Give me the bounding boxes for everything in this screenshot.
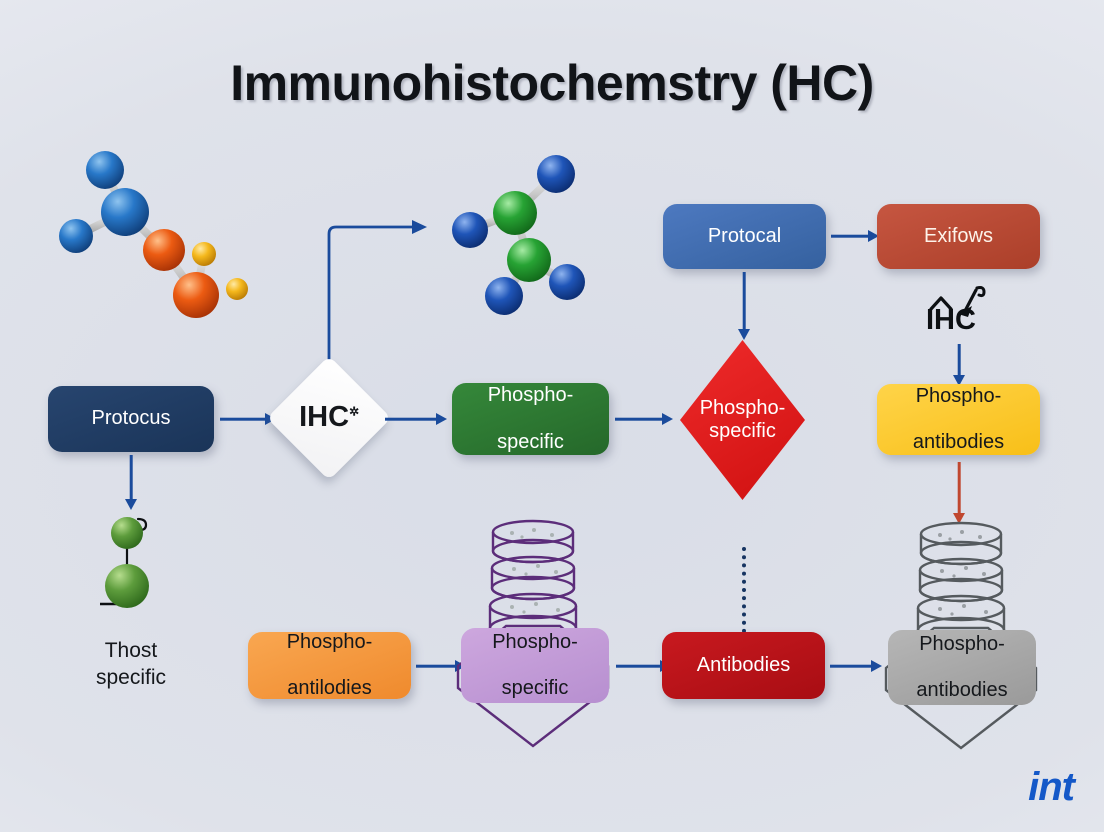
node-phospho-antibodies-grey[interactable]: Phospho-antibodies: [888, 630, 1036, 705]
ihc-superscript-mark: ✲: [348, 404, 359, 419]
node-protocal-label: Protocal: [707, 224, 782, 247]
page-title: Immunohistochemstry (HC): [230, 55, 874, 111]
node-phospho-antibodies-yellow-label: Phospho-antibodies: [912, 384, 1005, 454]
arrow-protocus-to-ihc: [220, 411, 276, 427]
node-exifows-label: Exifows: [924, 224, 993, 247]
node-phospho-specific-purple[interactable]: Phospho-specific: [461, 628, 609, 703]
molecule-left-icon: [59, 151, 248, 318]
arrow-protocus-to-thost: [123, 455, 139, 510]
ihc-handwritten-label: IHC: [926, 304, 976, 336]
node-phospho-specific-red-label: Phospho-specific: [699, 396, 786, 442]
node-phospho-antibodies-yellow[interactable]: Phospho-antibodies: [877, 384, 1040, 455]
arrow-protocal-to-red-diamond: [736, 272, 752, 340]
node-phospho-specific-green[interactable]: Phospho-specific: [452, 383, 609, 455]
node-phospho-specific-green-label: Phospho-specific: [487, 384, 574, 453]
arrow-protocal-to-exifows: [831, 228, 879, 244]
node-phospho-antibodies-grey-label: Phospho-antibodies: [916, 632, 1008, 702]
node-phospho-specific-red[interactable]: Phospho-specific: [680, 340, 805, 500]
node-protocus[interactable]: Protocus: [48, 386, 214, 452]
dotted-connector-red-to-antibodies: [742, 547, 746, 633]
node-protocus-label: Protocus: [91, 407, 171, 430]
molecule-green-icon: [100, 517, 149, 608]
arrow-ihc-to-phospho-green: [385, 411, 447, 427]
node-protocal[interactable]: Protocal: [663, 204, 826, 269]
arrow-orange-to-purple: [416, 658, 466, 674]
node-phospho-specific-purple-label: Phospho-specific: [492, 630, 578, 700]
node-antibodies[interactable]: Antibodies: [662, 632, 825, 699]
node-exifows[interactable]: Exifows: [877, 204, 1040, 269]
elbow-arrow-ihc-to-molecule: [327, 220, 427, 364]
node-phospho-antilodies-orange[interactable]: Phospho-antilodies: [248, 630, 411, 700]
arrow-antibodies-to-grey: [830, 658, 882, 674]
ihc-brush-icon: [929, 286, 986, 317]
brand-logo[interactable]: int: [1028, 765, 1075, 809]
arrow-yellow-to-grey-flask: [951, 462, 967, 524]
arrow-ihc-to-phospho-yellow: [951, 344, 967, 386]
node-phospho-antilodies-orange-label: Phospho-antilodies: [286, 630, 373, 700]
molecule-center-icon: [452, 155, 585, 315]
ihc-handwritten-group: IHC: [920, 286, 1012, 342]
node-ihc-diamond-label: IHC✲: [298, 401, 359, 434]
node-ihc-diamond[interactable]: IHC✲: [266, 355, 392, 481]
arrow-green-to-red: [615, 411, 673, 427]
node-antibodies-label: Antibodies: [696, 653, 791, 676]
